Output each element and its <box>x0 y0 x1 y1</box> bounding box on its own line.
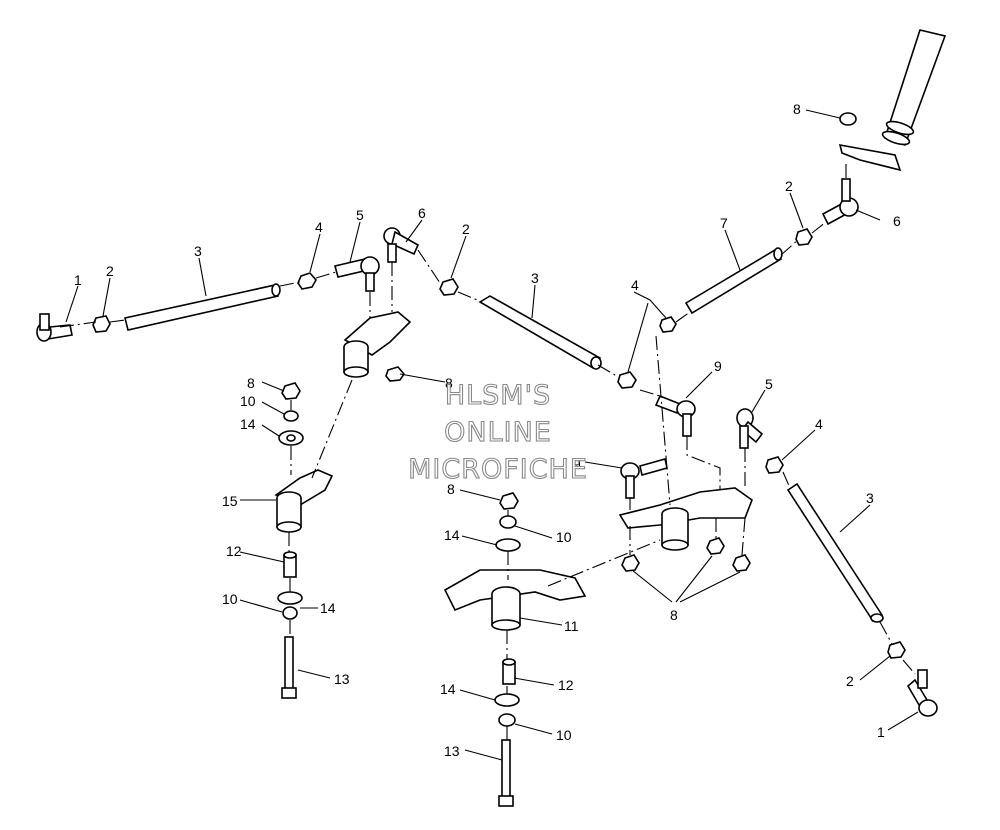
callout-8-center: 8 <box>447 481 455 497</box>
tie-rod-right <box>786 482 884 623</box>
callout-2-left: 2 <box>106 263 114 279</box>
callout-2-upper: 2 <box>785 178 793 194</box>
jam-nut-left <box>92 315 111 333</box>
callout-10-center-upper: 10 <box>556 529 572 545</box>
callout-9-lower: 9 <box>573 456 581 472</box>
callout-3-right: 3 <box>866 490 874 506</box>
callout-3-center: 3 <box>531 270 539 286</box>
callout-10-left-upper: 10 <box>240 393 256 409</box>
callout-5-right: 5 <box>765 376 773 392</box>
jam-nut-4-right <box>765 456 784 474</box>
stack-center <box>443 492 587 807</box>
tie-rod-end-right <box>906 669 938 717</box>
tie-rod-end-6-right <box>821 178 859 226</box>
tie-rod-end-9-upper <box>654 394 696 437</box>
callout-1-right: 1 <box>877 724 885 740</box>
callout-5-left: 5 <box>356 207 364 223</box>
assembly-lines <box>59 160 916 740</box>
callout-labels: 1 2 3 4 5 6 2 3 4 7 2 8 6 9 9 5 4 3 2 1 … <box>74 101 901 759</box>
stack-left <box>274 382 334 699</box>
jam-nut-2-right <box>887 641 906 659</box>
tie-rod-left <box>124 283 281 331</box>
callout-8-left: 8 <box>247 375 255 391</box>
jam-nut-2-center <box>439 278 459 296</box>
callout-12-center: 12 <box>558 677 574 693</box>
steering-column <box>838 29 947 172</box>
callout-14-center-upper: 14 <box>444 527 460 543</box>
watermark: HLSM'S ONLINE MICROFICHE <box>408 379 588 485</box>
callout-2-center: 2 <box>462 221 470 237</box>
watermark-line-2: ONLINE <box>444 417 552 448</box>
jam-nut-4-center <box>617 371 637 389</box>
callout-14-left-upper: 14 <box>240 416 256 432</box>
tie-rod-end-9-lower <box>620 458 668 499</box>
callout-13-left: 13 <box>334 671 350 687</box>
callout-2-right: 2 <box>846 673 854 689</box>
callout-14-center-lower: 14 <box>440 681 456 697</box>
callout-13-center: 13 <box>444 743 460 759</box>
callout-4-left: 4 <box>315 219 323 235</box>
callout-10-center-lower: 10 <box>556 727 572 743</box>
tie-rod-end-left <box>36 313 73 342</box>
callout-10-left-lower: 10 <box>222 591 238 607</box>
callout-12-left: 12 <box>226 543 242 559</box>
callout-1-left: 1 <box>74 272 82 288</box>
watermark-line-3: MICROFICHE <box>408 454 588 485</box>
leader-lines <box>65 109 919 761</box>
callout-11: 11 <box>564 618 579 634</box>
idler-arm-right <box>618 487 753 572</box>
jam-nut-2-upper <box>795 228 813 246</box>
tie-rod-center <box>478 295 602 370</box>
callout-4-right: 4 <box>815 416 823 432</box>
watermark-line-1: HLSM'S <box>445 380 551 411</box>
callout-4-center: 4 <box>631 277 639 293</box>
callout-6-right: 6 <box>893 213 901 229</box>
jam-nut-4-left <box>297 272 317 290</box>
drag-link <box>684 247 783 315</box>
callout-7: 7 <box>720 215 728 231</box>
jam-nut-4-upper <box>659 316 677 333</box>
callout-15: 15 <box>222 493 238 509</box>
callout-8-center-upper: 8 <box>445 375 453 391</box>
idler-arm-upper-left <box>343 311 412 382</box>
callout-9-upper: 9 <box>714 358 722 374</box>
callout-8-top: 8 <box>793 101 801 117</box>
callout-3-left: 3 <box>194 243 202 259</box>
callout-14-left-lower: 14 <box>320 600 336 616</box>
callout-6-center: 6 <box>418 205 426 221</box>
callout-8-right: 8 <box>670 607 678 623</box>
tie-rod-end-5-right <box>736 408 764 449</box>
tie-rod-end-5-left <box>334 256 380 292</box>
